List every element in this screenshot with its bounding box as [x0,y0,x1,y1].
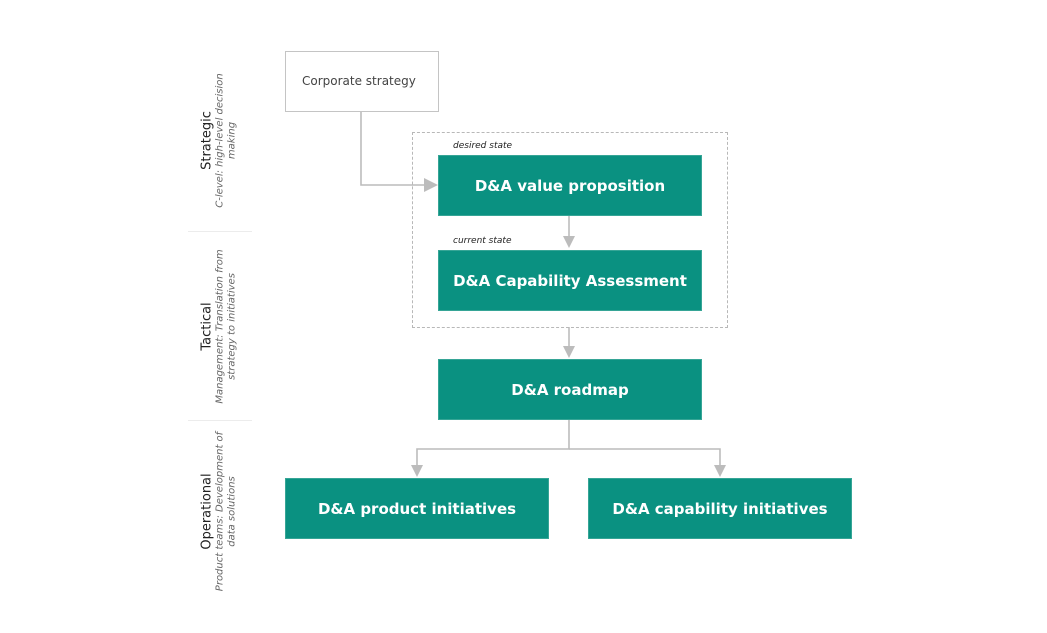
arrowhead-icon [714,465,726,477]
node-product-initiatives: D&A product initiatives [285,478,549,539]
node-corporate-strategy: Corporate strategy [285,51,439,112]
lane-divider [188,231,252,232]
node-capability-assessment: D&A Capability Assessment [438,250,702,311]
desired-state-label: desired state [453,141,513,151]
node-label: Corporate strategy [302,73,416,88]
connector-strategy-to-value [360,112,424,186]
node-capability-initiatives: D&A capability initiatives [588,478,852,539]
connector-roadmap-split [416,420,570,465]
arrowhead-icon [563,236,575,248]
node-label: D&A roadmap [511,380,629,399]
lane-divider [188,420,252,421]
node-label: D&A value proposition [474,176,666,195]
node-label: D&A product initiatives [317,499,517,518]
arrowhead-icon [411,465,423,477]
node-roadmap: D&A roadmap [438,359,702,420]
node-value-proposition: D&A value proposition [438,155,702,216]
current-state-label: current state [453,236,512,246]
node-label: D&A Capability Assessment [453,271,687,290]
state-group-box [412,132,728,328]
arrowhead-icon [563,346,575,358]
arrowhead-icon [424,178,438,192]
node-label: D&A capability initiatives [612,499,828,518]
connector-roadmap-split-right [569,448,721,465]
